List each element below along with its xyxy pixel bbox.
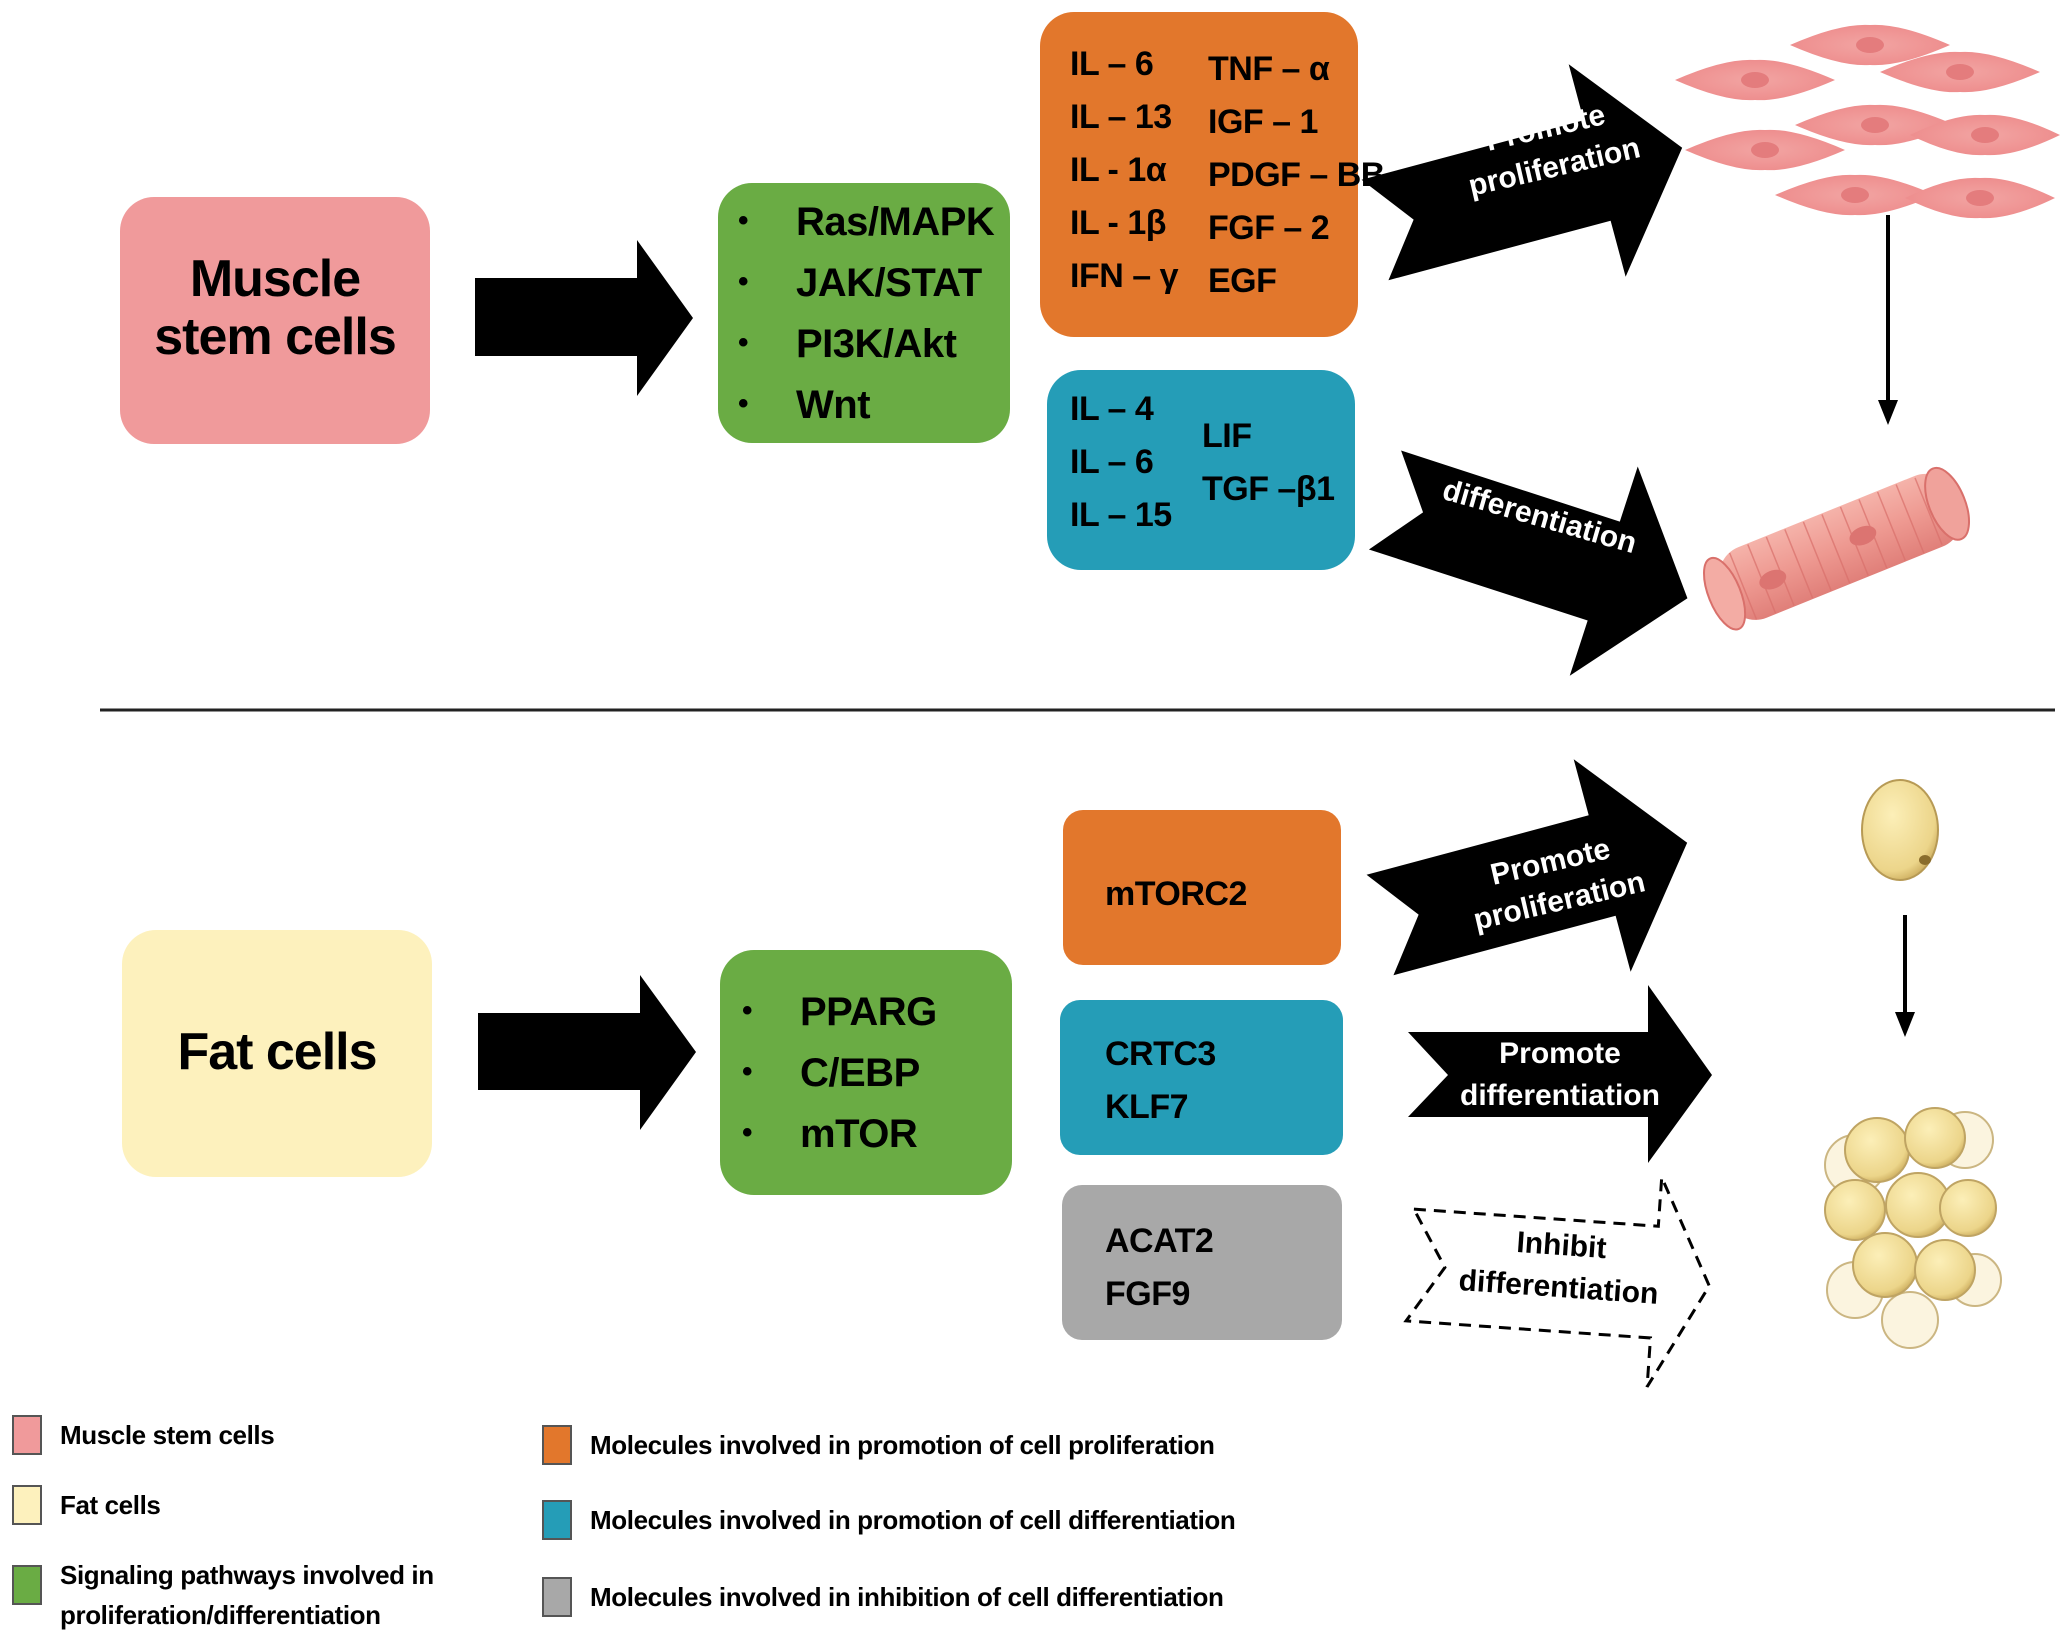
pathway-item: PI3K/Akt	[796, 322, 957, 366]
pathway-item: Wnt	[796, 383, 871, 427]
molecule-label: TNF – α	[1208, 50, 1330, 88]
fat-inhibition-box	[1062, 1185, 1342, 1340]
preadipocyte-icon	[1861, 779, 1939, 881]
molecule-label: ACAT2	[1105, 1222, 1214, 1260]
pathway-item: Ras/MAPK	[796, 200, 995, 244]
adipocyte-cluster-icon	[1824, 1107, 2002, 1349]
fat-vertical-arrow	[1895, 915, 1915, 1037]
molecule-label: IL – 6	[1070, 45, 1154, 83]
legend-swatch	[12, 1485, 42, 1525]
molecule-label: IL – 6	[1070, 443, 1154, 481]
fat-differentiation-arrow	[1408, 985, 1712, 1163]
fat-pathways-box	[720, 950, 1012, 1195]
molecule-label: IGF – 1	[1208, 103, 1318, 141]
muscle-vertical-arrow	[1878, 215, 1898, 425]
molecule-label: FGF9	[1105, 1275, 1190, 1313]
molecule-label: TGF –β1	[1202, 470, 1335, 508]
myoblast-cells-icon	[1675, 24, 2060, 219]
fat-differentiation-box	[1060, 1000, 1343, 1155]
pathway-item: mTOR	[800, 1112, 918, 1156]
fat-cells-title: Fat cells	[177, 1023, 377, 1081]
molecule-label: LIF	[1202, 417, 1252, 455]
legend-label: Muscle stem cells	[60, 1420, 275, 1450]
molecule-label: mTORC2	[1105, 875, 1247, 913]
legend-label: Molecules involved in inhibition of cell…	[590, 1582, 1224, 1612]
molecule-label: PDGF – BB	[1208, 156, 1385, 194]
molecule-label: IL – 4	[1070, 390, 1154, 428]
legend-swatch	[12, 1565, 42, 1605]
muscle-differentiation-box	[1047, 370, 1355, 570]
fat-main-arrow	[478, 975, 696, 1130]
fat-cells-box	[122, 930, 432, 1177]
muscle-stem-cells-box	[120, 197, 430, 444]
pathway-item: C/EBP	[800, 1051, 920, 1095]
fat-proliferation-box	[1063, 810, 1341, 965]
legend-label: Fat cells	[60, 1490, 161, 1520]
legend-swatch	[542, 1425, 572, 1465]
legend-swatch	[12, 1415, 42, 1455]
muscle-proliferation-box	[1040, 12, 1358, 337]
fat-proliferation-arrow	[1366, 759, 1688, 976]
molecule-label: IL - 1α	[1070, 151, 1167, 189]
molecule-label: CRTC3	[1105, 1035, 1216, 1073]
muscle-stem-cells-title: Muscle stem cells	[154, 250, 397, 367]
molecule-label: FGF – 2	[1208, 209, 1330, 247]
molecule-label: IL - 1β	[1070, 204, 1166, 242]
muscle-main-arrow	[475, 240, 693, 396]
legend-label: Signaling pathways involved in prolifera…	[60, 1560, 434, 1630]
fat-inhibit-arrow	[1403, 1176, 1711, 1388]
molecule-label: EGF	[1208, 262, 1277, 300]
pathway-item: JAK/STAT	[796, 261, 982, 305]
muscle-pathways-box	[718, 183, 1010, 443]
molecule-label: KLF7	[1105, 1088, 1189, 1126]
muscle-proliferation-arrow	[1361, 64, 1683, 281]
molecule-label: IL – 15	[1070, 496, 1172, 534]
legend-label: Molecules involved in promotion of cell …	[590, 1430, 1215, 1460]
legend-swatch	[542, 1500, 572, 1540]
muscle-differentiation-arrow	[1368, 450, 1688, 676]
molecule-label: IL – 13	[1070, 98, 1172, 136]
muscle-fiber-icon	[1702, 466, 1971, 631]
legend-label: Molecules involved in promotion of cell …	[590, 1505, 1236, 1535]
pathway-item: PPARG	[800, 990, 937, 1034]
molecule-label: IFN – γ	[1070, 257, 1178, 295]
legend-swatch	[542, 1577, 572, 1617]
